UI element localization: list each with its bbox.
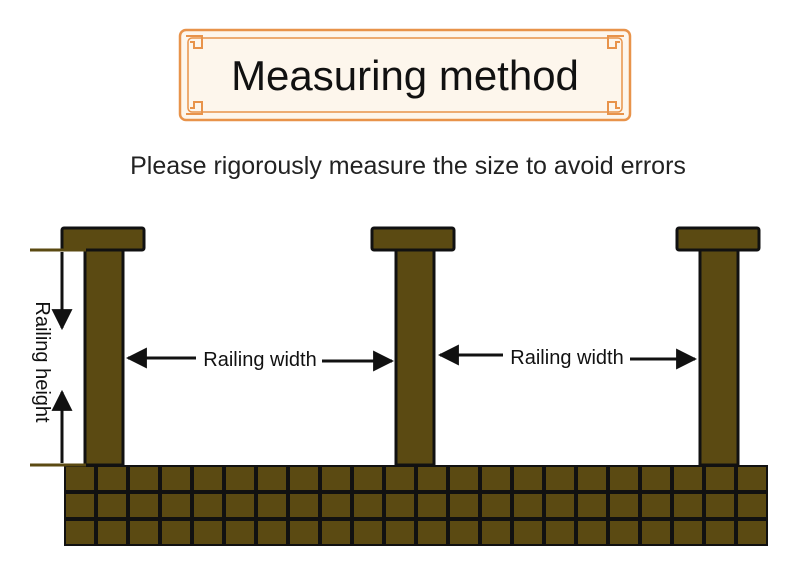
- wall-block: [98, 467, 126, 490]
- wall-block: [578, 494, 606, 517]
- wall-block: [162, 521, 190, 544]
- wall-block: [674, 521, 702, 544]
- wall-block: [514, 494, 542, 517]
- wall-block: [322, 494, 350, 517]
- wall-block: [322, 521, 350, 544]
- wall-block: [98, 521, 126, 544]
- wall-block: [642, 467, 670, 490]
- width-measure-left: [125, 347, 395, 372]
- wall-block: [738, 521, 766, 544]
- wall-block: [226, 521, 254, 544]
- wall-block: [514, 467, 542, 490]
- wall-block: [322, 467, 350, 490]
- wall-block: [706, 521, 734, 544]
- wall-block: [482, 494, 510, 517]
- wall-block: [418, 467, 446, 490]
- wall-block: [738, 467, 766, 490]
- wall-block: [610, 494, 638, 517]
- wall-block: [738, 494, 766, 517]
- wall-block: [674, 494, 702, 517]
- wall-block: [258, 521, 286, 544]
- wall-block: [130, 521, 158, 544]
- wall-block: [482, 521, 510, 544]
- wall-block: [162, 467, 190, 490]
- wall-block: [546, 521, 574, 544]
- page-subtitle: Please rigorously measure the size to av…: [130, 152, 686, 180]
- wall-block: [578, 521, 606, 544]
- wall-block: [66, 467, 94, 490]
- wall-block: [258, 467, 286, 490]
- railing-post-right: [675, 226, 761, 467]
- railing-base-wall: [64, 465, 768, 546]
- wall-block: [418, 494, 446, 517]
- railing-height-label: Railing height: [31, 301, 53, 423]
- wall-block: [386, 467, 414, 490]
- wall-block: [290, 521, 318, 544]
- wall-block: [162, 494, 190, 517]
- page-title: Measuring method: [231, 52, 579, 99]
- wall-block: [546, 467, 574, 490]
- wall-block: [674, 467, 702, 490]
- wall-block: [130, 494, 158, 517]
- wall-block: [290, 494, 318, 517]
- railing-width-label-right: Railing width: [510, 347, 623, 369]
- wall-block: [706, 494, 734, 517]
- title-frame: [178, 28, 632, 122]
- wall-block: [226, 494, 254, 517]
- wall-block: [194, 521, 222, 544]
- wall-block: [386, 521, 414, 544]
- wall-block: [514, 521, 542, 544]
- wall-block: [450, 521, 478, 544]
- wall-block: [642, 494, 670, 517]
- wall-block: [194, 467, 222, 490]
- wall-block: [482, 467, 510, 490]
- railing-width-label-left: Railing width: [203, 349, 316, 371]
- wall-block: [386, 494, 414, 517]
- wall-block: [258, 494, 286, 517]
- railing-post-middle: [370, 226, 456, 467]
- wall-block: [290, 467, 318, 490]
- wall-block: [130, 467, 158, 490]
- wall-block: [354, 494, 382, 517]
- wall-block: [194, 494, 222, 517]
- wall-block: [450, 467, 478, 490]
- width-measure-right: [437, 344, 698, 370]
- wall-block: [418, 521, 446, 544]
- wall-block: [226, 467, 254, 490]
- wall-block: [610, 467, 638, 490]
- wall-block: [354, 521, 382, 544]
- railing-post-left: [60, 226, 146, 467]
- wall-block: [610, 521, 638, 544]
- wall-block: [578, 467, 606, 490]
- wall-block: [642, 521, 670, 544]
- wall-block: [66, 521, 94, 544]
- wall-block: [450, 494, 478, 517]
- wall-block: [66, 494, 94, 517]
- wall-block: [706, 467, 734, 490]
- wall-block: [98, 494, 126, 517]
- wall-block: [546, 494, 574, 517]
- wall-block: [354, 467, 382, 490]
- height-measure-guides: [30, 248, 86, 467]
- frame-corner-ornament: [186, 35, 624, 115]
